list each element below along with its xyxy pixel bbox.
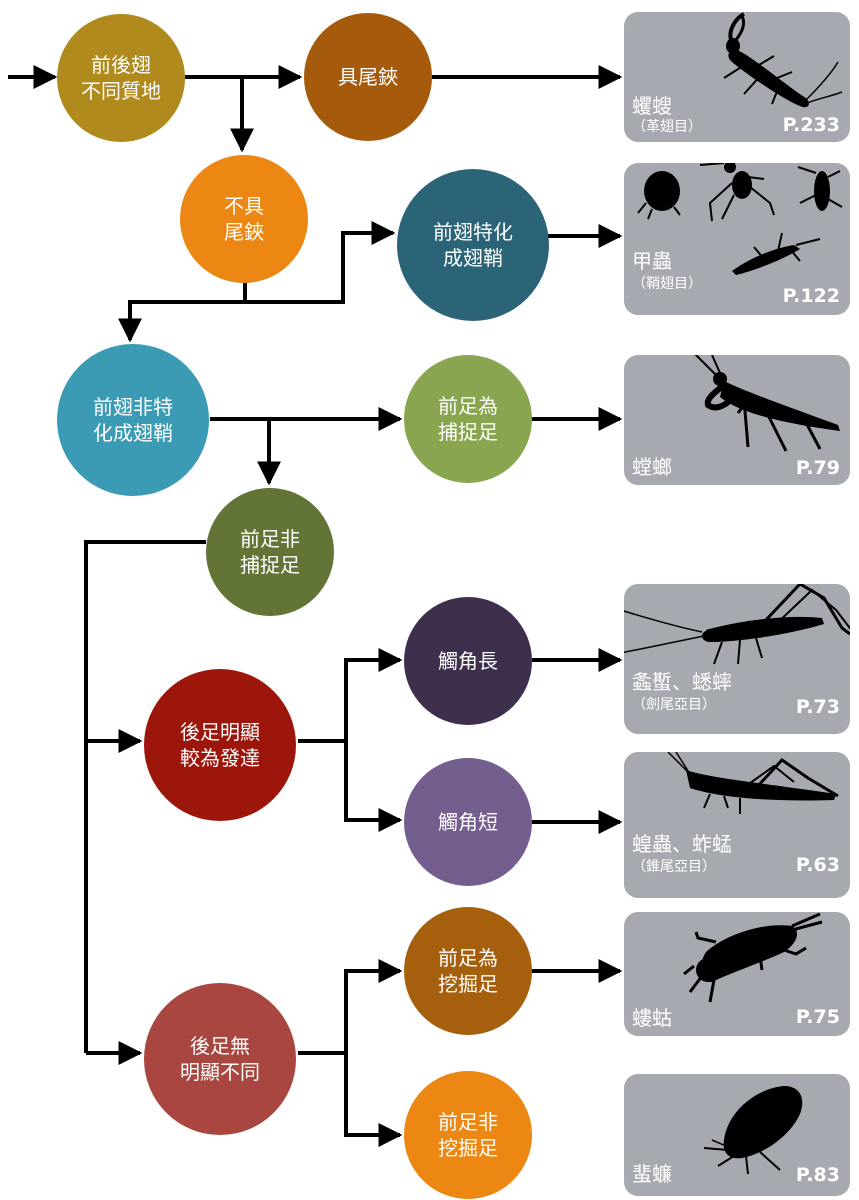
node-hind-normal: 後足無 明顯不同: [144, 983, 296, 1135]
node-raptorial: 前足為 捕捉足: [404, 355, 532, 483]
card-beetle-order: （鞘翅目）: [632, 276, 702, 292]
earwig-icon: [723, 12, 843, 108]
card-beetle-name: 甲蟲: [632, 249, 672, 273]
node-fossorial: 前足為 挖掘足: [404, 907, 532, 1035]
card-grasshopper: 蝗蟲、蚱蜢 （錐尾亞目） P.63: [624, 752, 850, 898]
node-long-antennae: 觸角長: [404, 597, 532, 725]
arrow-hind-normal-to-not-fossorial: [344, 1053, 403, 1147]
node-hind-developed: 後足明顯 較為發達: [144, 669, 296, 821]
cockroach-icon: [703, 1086, 803, 1175]
beetle-icon: [637, 163, 843, 275]
node-hind-normal-label: 後足無 明顯不同: [180, 1034, 260, 1084]
node-hind-developed-label: 後足明顯 較為發達: [180, 720, 260, 770]
arrow-no-cerci-to-not-elytra: [118, 300, 245, 343]
card-katydid: 螽蟴、蟋蟀 （劍尾亞目） P.73: [624, 584, 850, 734]
card-mantis-name: 螳螂: [632, 455, 672, 479]
card-earwig: 蠼螋 （革翅目） P.233: [624, 12, 850, 142]
node-not-elytra-label: 前翅非特 化成翅鞘: [93, 395, 173, 445]
card-katydid-name: 螽蟴、蟋蟀: [632, 670, 732, 694]
card-mantis-page: P.79: [795, 457, 840, 479]
node-no-cerci: 不具 尾鋏: [180, 155, 308, 283]
card-katydid-order: （劍尾亞目）: [632, 697, 716, 713]
node-root: 前後翅 不同質地: [57, 14, 185, 142]
node-short-antennae: 觸角短: [404, 758, 532, 886]
node-elytra: 前翅特化 成翅鞘: [397, 169, 549, 321]
card-cockroach-name: 蜚蠊: [632, 1162, 672, 1186]
node-raptorial-label: 前足為 捕捉足: [438, 394, 498, 444]
node-not-fossorial: 前足非 挖掘足: [404, 1071, 532, 1199]
card-cockroach-page: P.83: [795, 1164, 840, 1186]
node-not-fossorial-label: 前足非 挖掘足: [438, 1110, 498, 1160]
katydid-icon: [624, 584, 850, 665]
mantis-icon: [694, 355, 840, 452]
grasshopper-icon: [667, 752, 839, 814]
spine-not-raptorial: [84, 540, 206, 1053]
node-not-raptorial: 前足非 捕捉足: [206, 488, 334, 616]
node-not-raptorial-label: 前足非 捕捉足: [240, 527, 300, 577]
node-fossorial-label: 前足為 挖掘足: [438, 946, 498, 996]
card-beetle: 甲蟲 （鞘翅目） P.122: [624, 163, 850, 315]
card-cockroach: 蜚蠊 P.83: [624, 1074, 850, 1196]
card-mole-cricket-page: P.75: [795, 1006, 840, 1028]
node-has-cerci-label: 具尾鋏: [338, 65, 398, 89]
card-earwig-order: （革翅目）: [632, 119, 702, 135]
card-katydid-page: P.73: [795, 696, 840, 718]
arrow-hind-developed-to-short: [344, 741, 403, 832]
node-short-antennae-label: 觸角短: [438, 810, 498, 834]
mole-cricket-icon: [683, 912, 823, 1003]
card-earwig-page: P.233: [782, 114, 840, 136]
card-grasshopper-page: P.63: [795, 854, 840, 876]
node-no-cerci-label: 不具 尾鋏: [224, 194, 264, 244]
arrow-no-cerci-to-elytra: [243, 221, 396, 304]
arrow-hind-developed-branches: [298, 648, 403, 743]
card-grasshopper-name: 蝗蟲、蚱蜢: [632, 832, 732, 856]
card-mole-cricket-name: 螻蛄: [632, 1006, 672, 1030]
node-has-cerci: 具尾鋏: [304, 13, 432, 141]
card-mantis: 螳螂 P.79: [624, 355, 850, 485]
node-not-elytra: 前翅非特 化成翅鞘: [57, 344, 209, 496]
card-earwig-name: 蠼螋: [632, 94, 672, 118]
node-root-label: 前後翅 不同質地: [81, 53, 161, 103]
card-grasshopper-order: （錐尾亞目）: [632, 859, 716, 875]
card-mole-cricket: 螻蛄 P.75: [624, 912, 850, 1036]
card-beetle-page: P.122: [782, 285, 840, 307]
arrow-hind-normal-branches: [298, 959, 403, 1055]
node-long-antennae-label: 觸角長: [438, 649, 498, 673]
node-elytra-label: 前翅特化 成翅鞘: [433, 220, 513, 270]
